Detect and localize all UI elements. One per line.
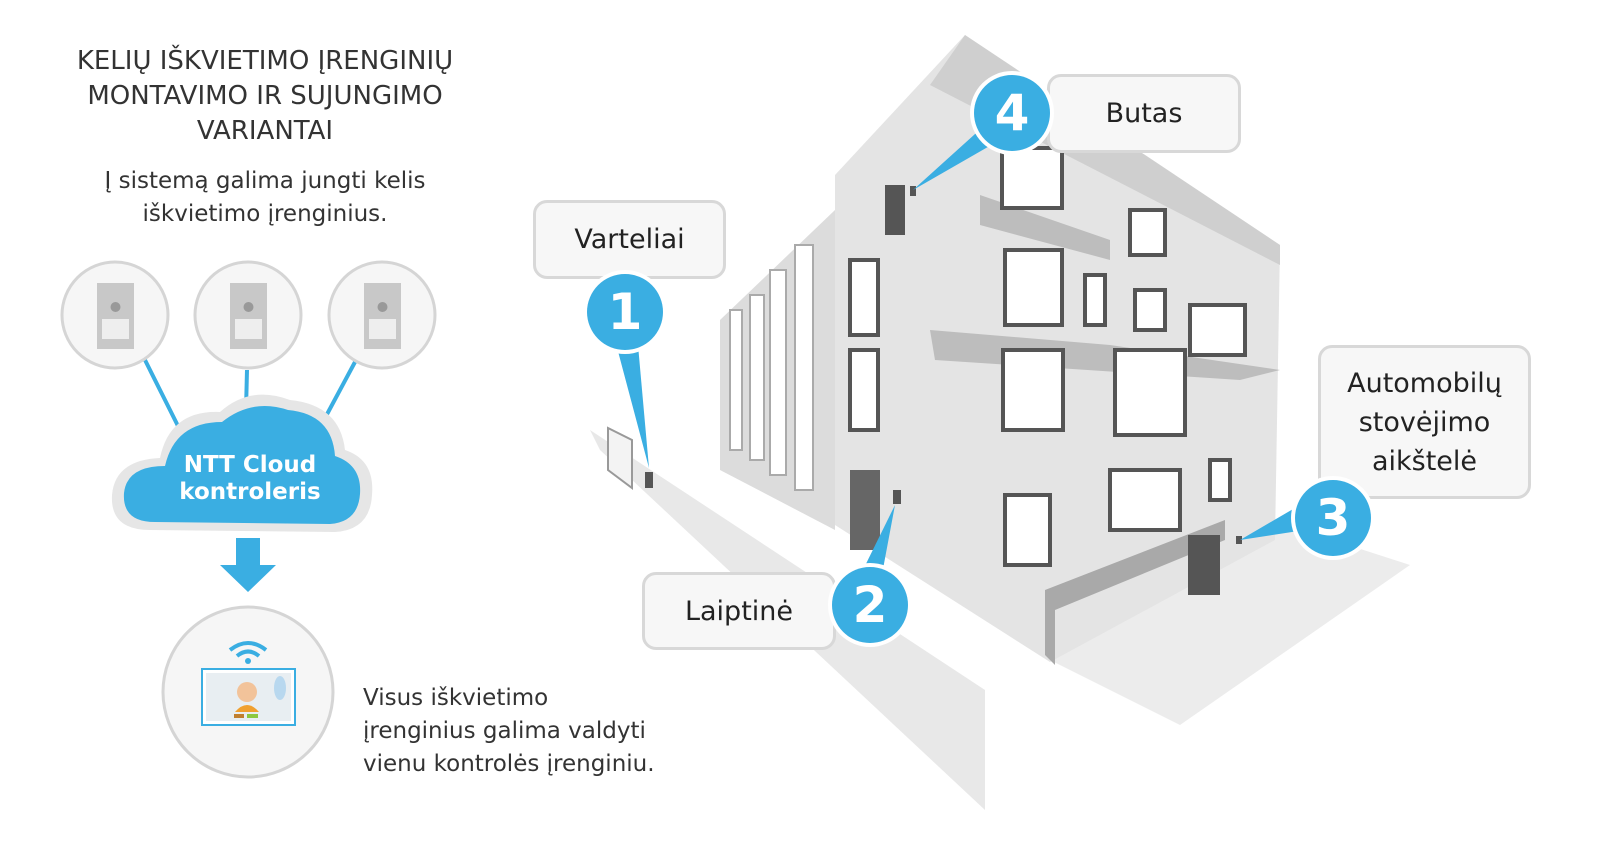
title-line: MONTAVIMO IR SUJUNGIMO: [87, 81, 443, 111]
monitor-note: Visus iškvietimo įrenginius galima valdyt…: [363, 682, 693, 781]
cloud-icon: [111, 394, 373, 532]
label-laiptine: Laiptinė: [642, 572, 836, 650]
marker-1: 1: [587, 274, 663, 350]
subtitle: Į sistemą galima jungti kelis iškvietimo …: [70, 165, 460, 231]
parking-line: aikštelė: [1371, 445, 1478, 477]
entrance-door: [850, 470, 880, 550]
note-line: įrenginius galima valdyti: [363, 718, 646, 744]
note-line: Visus iškvietimo: [363, 685, 549, 711]
pointer-tails: [615, 125, 1305, 585]
marker-4: 4: [974, 75, 1050, 151]
label-parking: Automobilų stovėjimo aikštelė: [1318, 345, 1531, 499]
door-station-icon-1: [60, 260, 170, 370]
title-line: KELIŲ IŠKVIETIMO ĮRENGINIŲ: [76, 46, 454, 76]
label-butas: Butas: [1047, 74, 1241, 153]
monitor-icon: [161, 605, 335, 779]
door-station-icon-3: [327, 260, 437, 370]
marker-3: 3: [1295, 480, 1371, 556]
arrow-down-icon: [220, 538, 276, 592]
title-line: VARIANTAI: [196, 116, 334, 146]
marker-2: 2: [832, 567, 908, 643]
subtitle-line: iškvietimo įrenginius.: [142, 201, 388, 227]
cloud-line: NTT Cloud: [183, 452, 317, 478]
note-line: vienu kontrolės įrenginiu.: [363, 751, 655, 777]
door-station-icons: [60, 260, 437, 370]
subtitle-line: Į sistemą galima jungti kelis: [104, 168, 426, 194]
page-title: KELIŲ IŠKVIETIMO ĮRENGINIŲ MONTAVIMO IR S…: [40, 44, 490, 149]
parking-line: stovėjimo: [1358, 406, 1491, 438]
cloud-line: kontroleris: [179, 479, 321, 505]
door-station-icon-2: [193, 260, 303, 370]
label-varteliai: Varteliai: [533, 200, 726, 279]
building-illustration: [590, 35, 1410, 810]
parking-line: Automobilų: [1347, 367, 1502, 399]
